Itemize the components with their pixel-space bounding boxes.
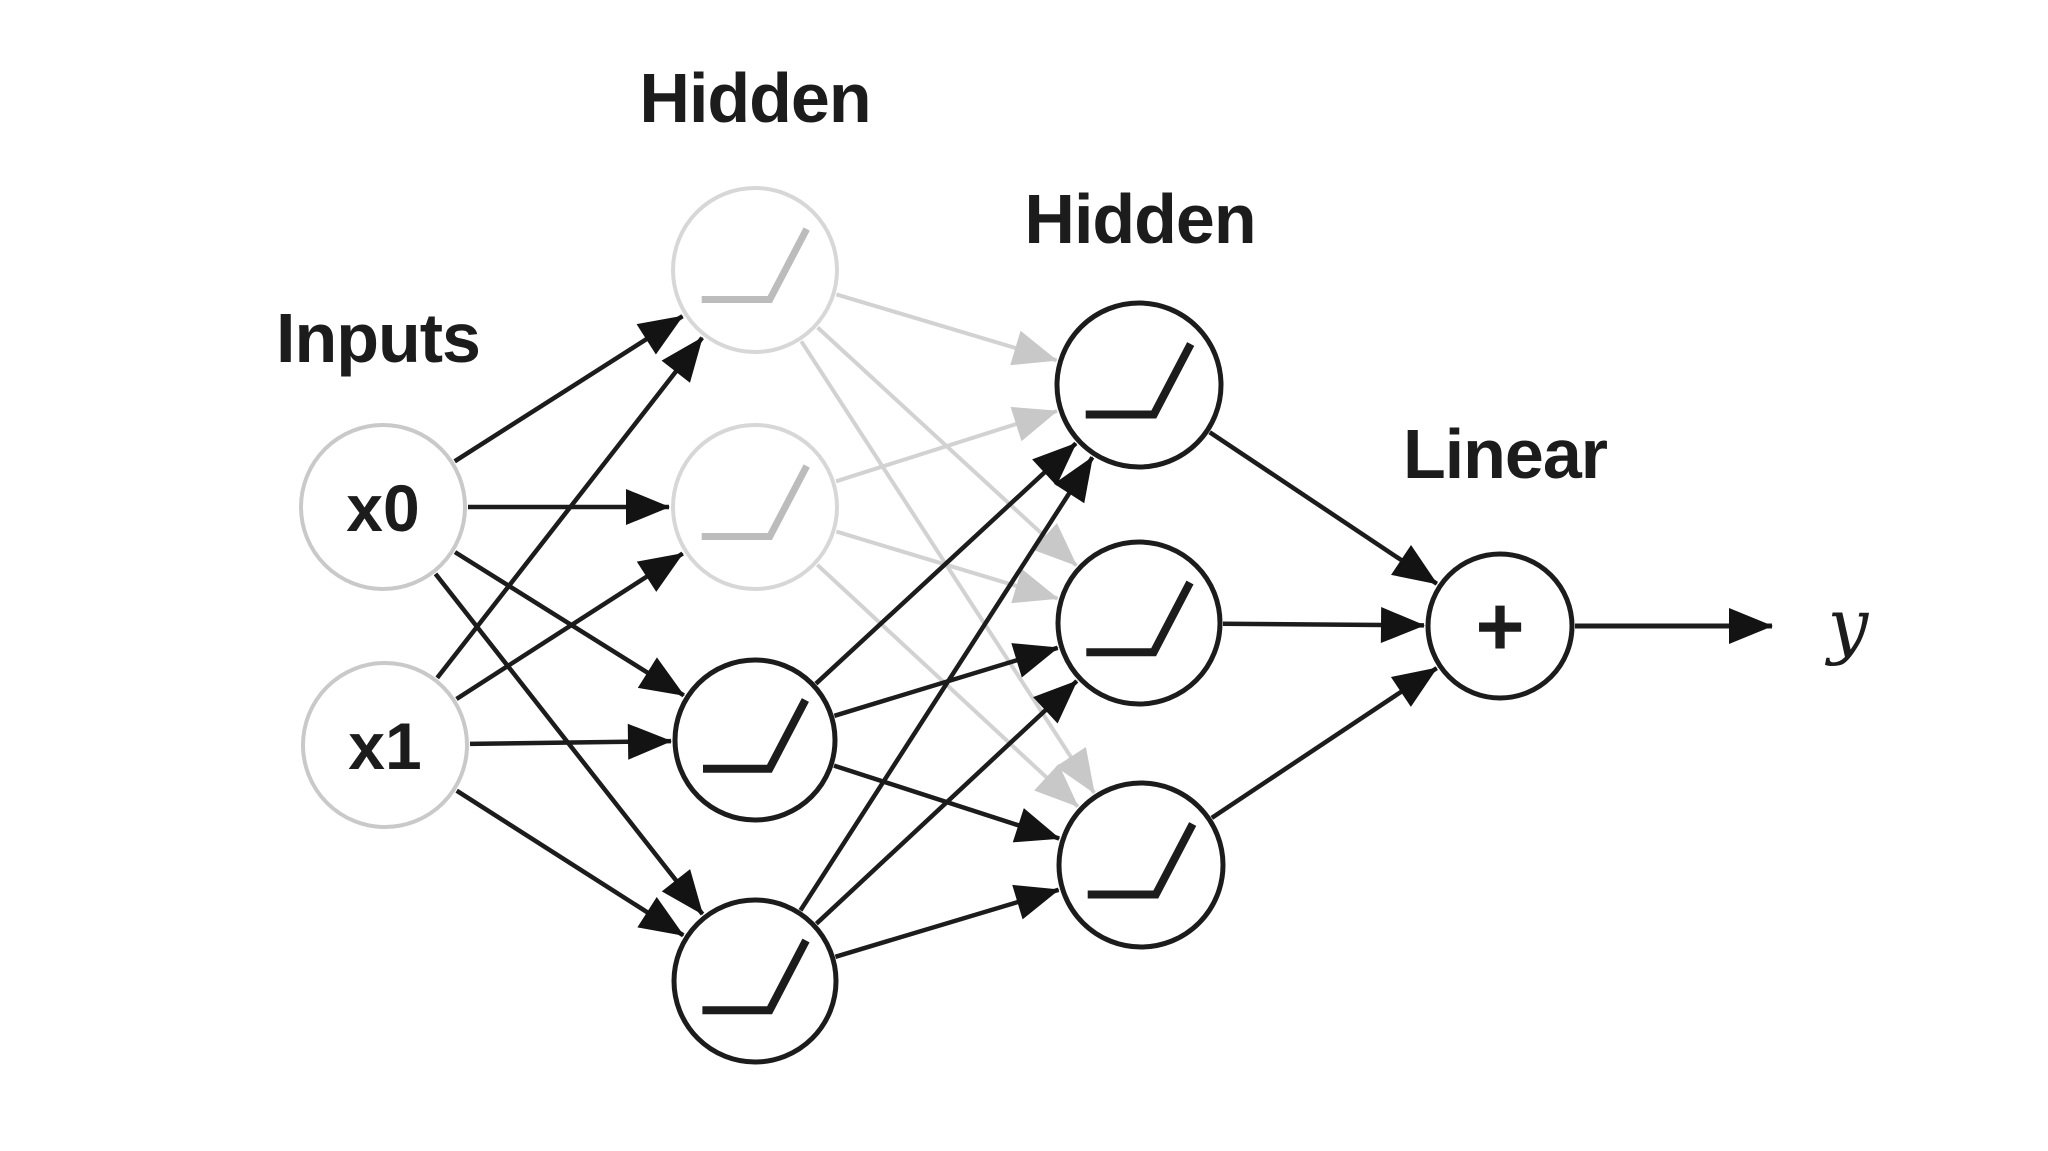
edge-h1a-h2a: [835, 292, 1058, 366]
relu-activation-icon: [1085, 342, 1195, 419]
edges-layer: [433, 292, 1773, 959]
faded-relu-node-circle: [671, 423, 839, 591]
edge-h1d-h2a: [798, 456, 1095, 912]
edge-h2c-sum: [1210, 666, 1438, 820]
node-h1c: [672, 657, 838, 823]
edge-h1d-h2b: [814, 679, 1079, 926]
node-x0: x0: [299, 423, 467, 591]
node-h2b: [1055, 539, 1223, 707]
relu-activation-icon: [1087, 822, 1197, 899]
relu-activation-icon: [1086, 580, 1194, 657]
relu-node-circle: [672, 657, 838, 823]
edge-h1c-h2a: [814, 441, 1078, 686]
node-h1a: [671, 186, 839, 354]
input-node-label: x0: [346, 471, 419, 545]
edge-x1-h1d: [455, 788, 685, 938]
relu-activation-icon: [703, 698, 809, 773]
label-output-y: y: [1825, 583, 1870, 667]
faded-relu-node-circle: [671, 186, 839, 354]
relu-node-circle: [671, 897, 839, 1065]
sum-symbol: +: [1475, 579, 1524, 673]
node-h2c: [1056, 780, 1226, 950]
edge-x0-h1a: [453, 314, 684, 464]
label-hidden-layer-2: Hidden: [1024, 180, 1255, 258]
relu-activation-icon: [702, 938, 810, 1015]
node-h1b: [671, 423, 839, 591]
input-node-circle: [299, 423, 467, 591]
edge-h1b-h2a: [835, 406, 1058, 484]
relu-activation-icon: [701, 227, 810, 303]
nodes-layer: x0 x1 +: [299, 186, 1575, 1065]
node-sum: +: [1425, 551, 1575, 701]
relu-node-circle: [1056, 780, 1226, 950]
node-h1d: [671, 897, 839, 1065]
edge-x1-h1c: [469, 723, 672, 760]
label-inputs: Inputs: [276, 299, 480, 377]
input-node-circle: [301, 661, 469, 829]
edge-h1d-h2c: [834, 884, 1060, 959]
node-x1: x1: [301, 661, 469, 829]
sum-node-circle: [1425, 551, 1575, 701]
label-hidden-layer-1: Hidden: [639, 59, 870, 137]
label-linear: Linear: [1403, 415, 1608, 493]
edge-h2a-sum: [1208, 430, 1439, 586]
relu-node-circle: [1055, 539, 1223, 707]
edge-x1-h1a: [435, 336, 704, 680]
labels-layer: Inputs Hidden Hidden Linear y: [276, 59, 1870, 667]
edge-h2b-sum: [1222, 607, 1425, 644]
relu-activation-icon: [701, 464, 810, 540]
input-node-label: x1: [348, 709, 421, 783]
edge-x1-h1b: [455, 551, 684, 701]
relu-node-circle: [1054, 300, 1224, 470]
node-h2a: [1054, 300, 1224, 470]
